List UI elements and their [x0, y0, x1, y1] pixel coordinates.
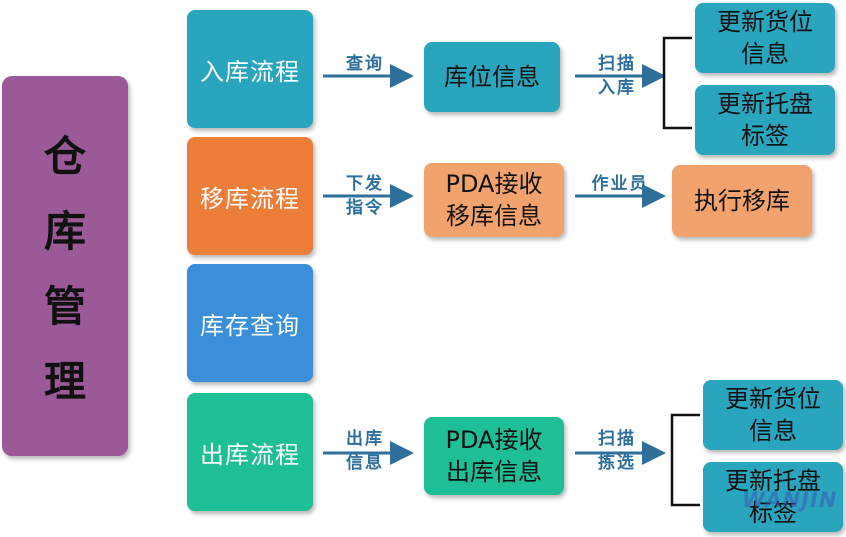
title-char-3: 管 — [43, 282, 86, 331]
inbound-update-pallet-box[interactable]: 更新托盘 标签 — [695, 85, 835, 155]
outbound-arrow2-label: 扫描 拣选 — [598, 429, 636, 473]
title-char-4: 理 — [43, 357, 86, 406]
outbound-process-label: 出库流程 — [200, 440, 300, 469]
inbound-update-location-box[interactable]: 更新货位 信息 — [695, 3, 835, 73]
inventory-query-box[interactable]: 库存查询 — [187, 264, 313, 382]
watermark-logo: WANJIN — [742, 488, 838, 512]
transfer-execute-box[interactable]: 执行移库 — [672, 165, 812, 237]
outbound-update-location-box[interactable]: 更新货位 信息 — [703, 380, 843, 450]
bracket-outbound — [670, 413, 700, 507]
inventory-query-label: 库存查询 — [200, 311, 300, 340]
transfer-pda-box[interactable]: PDA接收 移库信息 — [424, 163, 564, 237]
outbound-pda-box[interactable]: PDA接收 出库信息 — [424, 417, 564, 495]
outbound-process-box[interactable]: 出库流程 — [187, 393, 313, 511]
inbound-process-box[interactable]: 入库流程 — [187, 10, 313, 128]
outbound-arrow1-label: 出库 信息 — [346, 429, 384, 473]
inbound-arrow1-label: 查询 — [346, 54, 384, 74]
transfer-process-box[interactable]: 移库流程 — [187, 137, 313, 255]
transfer-arrow1-label: 下发 指令 — [346, 174, 384, 218]
outbound-update-pallet-box[interactable]: 更新托盘 标签 — [703, 462, 843, 532]
transfer-arrow2-label: 作业员 — [591, 174, 649, 194]
title-char-1: 仓 — [43, 132, 86, 181]
transfer-process-label: 移库流程 — [200, 184, 300, 213]
inbound-location-info-box[interactable]: 库位信息 — [424, 42, 560, 112]
inbound-location-info-label: 库位信息 — [444, 63, 540, 91]
inbound-arrow2-label: 扫描 入库 — [598, 54, 636, 98]
transfer-execute-label: 执行移库 — [694, 187, 790, 215]
title-char-2: 库 — [43, 207, 86, 256]
warehouse-management-title: 仓 库 管 理 — [2, 76, 128, 456]
bracket-inbound — [662, 36, 692, 130]
inbound-process-label: 入库流程 — [200, 57, 300, 86]
